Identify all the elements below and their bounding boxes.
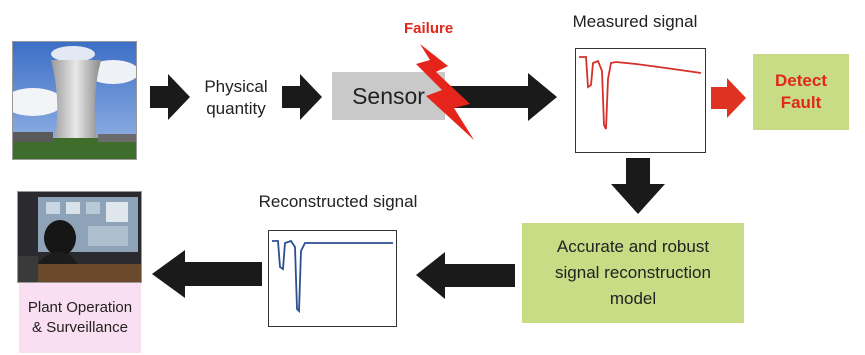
arrow-measured-to-fault: [711, 78, 746, 118]
cooling-tower-photo: [12, 41, 137, 160]
reconstruction-model-label: Accurate and robust signal reconstructio…: [555, 237, 711, 308]
reconstructed-signal-plot: [268, 230, 397, 327]
arrow-tower-to-quantity: [150, 74, 190, 120]
arrow-model-to-reconstructed: [416, 252, 515, 299]
arrow-sensor-to-measured: [449, 73, 557, 121]
measured-signal-line: [579, 56, 702, 130]
plant-operation-label: Plant Operation & Surveillance: [27, 299, 133, 336]
measured-signal-plot: [575, 48, 706, 153]
reconstruction-model-box: Accurate and robust signal reconstructio…: [522, 223, 744, 323]
arrow-quantity-to-sensor: [282, 74, 322, 120]
plant-operation-box: Plant Operation & Surveillance: [19, 283, 141, 353]
reconstructed-signal-title: Reconstructed signal: [258, 192, 418, 211]
detect-fault-label: Detect Fault: [775, 71, 827, 112]
detect-fault-box: Detect Fault: [753, 54, 849, 130]
control-room-photo: [17, 191, 142, 283]
physical-quantity-label: Physical quantity: [204, 77, 268, 118]
arrow-reconstructed-to-plant: [152, 250, 262, 298]
sensor-label: Sensor: [352, 82, 425, 109]
reconstructed-signal-line: [272, 239, 393, 314]
measured-signal-title: Measured signal: [572, 12, 698, 31]
lightning-bolt-icon: [416, 44, 474, 140]
failure-label: Failure: [404, 20, 454, 37]
arrow-measured-down: [611, 158, 665, 214]
